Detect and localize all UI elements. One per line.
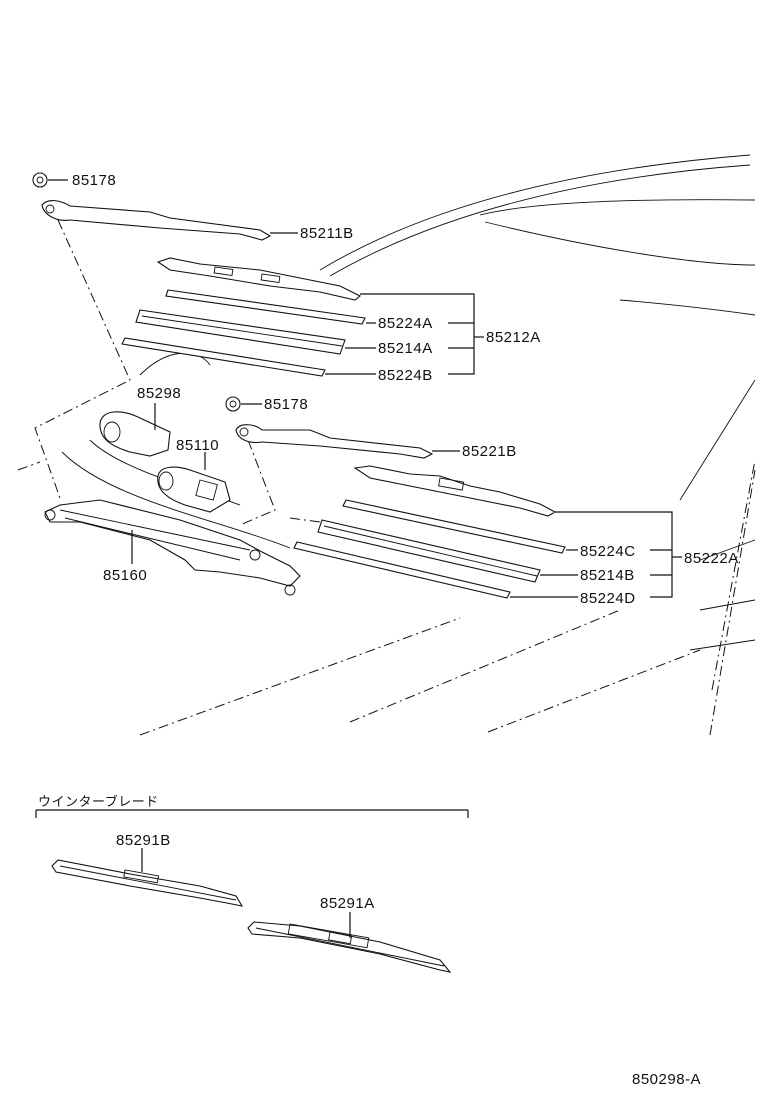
label-motor[interactable]: 85110 [176,437,219,454]
label-nut-mid[interactable]: 85178 [264,396,308,413]
winter-blade-a-icon[interactable] [247,912,452,973]
motor-cover-icon[interactable] [99,403,171,457]
front-blade-insert-b-icon[interactable] [121,337,376,377]
nut-mid-icon[interactable] [225,396,262,412]
front-blade-insert-a-icon[interactable] [165,289,376,325]
guide-lines [34,219,321,526]
front-blade-rubber-a-icon[interactable] [135,309,376,355]
figure-code: 850298-A [632,1071,701,1088]
nut-top-icon[interactable] [32,172,68,188]
rear-blade-rubber-b-icon[interactable] [317,519,578,583]
label-winter-a[interactable]: 85291A [320,895,375,912]
rear-blade-assy-bracket [555,511,682,598]
label-rubber-a[interactable]: 85214A [378,340,433,357]
label-insert-d[interactable]: 85224D [580,590,636,607]
label-winter-b[interactable]: 85291B [116,832,171,849]
label-insert-a[interactable]: 85224A [378,315,433,332]
label-insert-c[interactable]: 85224C [580,543,636,560]
front-blade-frame-icon[interactable] [156,257,362,301]
winter-blade-title: ウインターブレード [38,794,159,809]
label-insert-b[interactable]: 85224B [378,367,433,384]
label-arm-front[interactable]: 85211B [300,225,354,242]
part-labels: 85178 85211B 85224A 85214A 85212A 85224B… [38,172,739,1088]
label-link[interactable]: 85160 [103,567,147,584]
front-blade-assy-bracket [360,293,484,375]
label-assy-b[interactable]: 85222A [684,550,739,567]
rear-blade-insert-d-icon[interactable] [293,541,578,599]
label-rubber-b[interactable]: 85214B [580,567,635,584]
winter-blade-b-icon[interactable] [51,848,244,907]
wiper-motor-icon[interactable] [157,452,231,513]
rear-blade-insert-c-icon[interactable] [342,499,578,554]
wiper-link-icon[interactable] [44,499,301,596]
front-wiper-arm-icon[interactable] [41,200,298,241]
label-nut-top[interactable]: 85178 [72,172,116,189]
label-motor-cover[interactable]: 85298 [137,385,181,402]
rear-wiper-arm-icon[interactable] [235,424,460,459]
winter-section-divider [35,809,469,818]
label-arm-rear[interactable]: 85221B [462,443,517,460]
label-assy-a[interactable]: 85212A [486,329,541,346]
